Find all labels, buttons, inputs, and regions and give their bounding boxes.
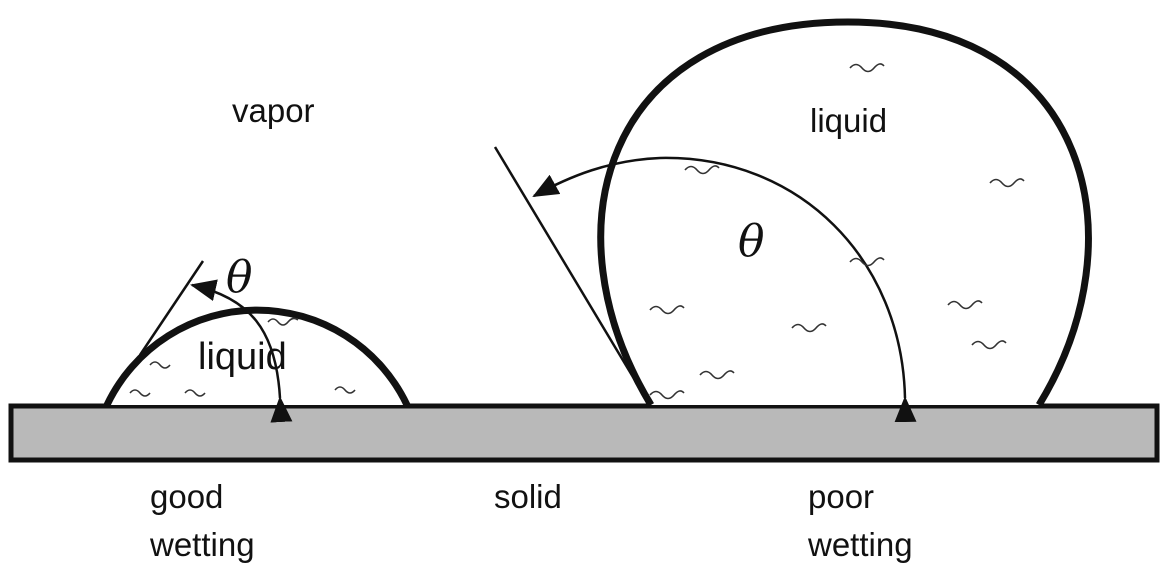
liquid-right-label: liquid [810,102,887,139]
right-angle-arrow [532,156,917,423]
theta-left-label: θ [226,252,253,303]
left-angle-arrow [190,279,293,423]
theta-right-label: θ [738,216,765,267]
good-wetting-label-line1: good [150,478,223,515]
solid-label: solid [494,478,562,515]
left-tangent-line [138,260,205,356]
liquid-squiggles [129,63,1025,400]
poor-wetting-label-line2: wetting [807,526,913,563]
liquid-left-label: liquid [198,336,287,378]
poor-wetting-droplet [597,18,1092,407]
vapor-label: vapor [232,92,315,129]
good-wetting-label-line2: wetting [149,526,255,563]
poor-wetting-label-line1: poor [808,478,874,515]
solid-substrate [8,403,1160,463]
